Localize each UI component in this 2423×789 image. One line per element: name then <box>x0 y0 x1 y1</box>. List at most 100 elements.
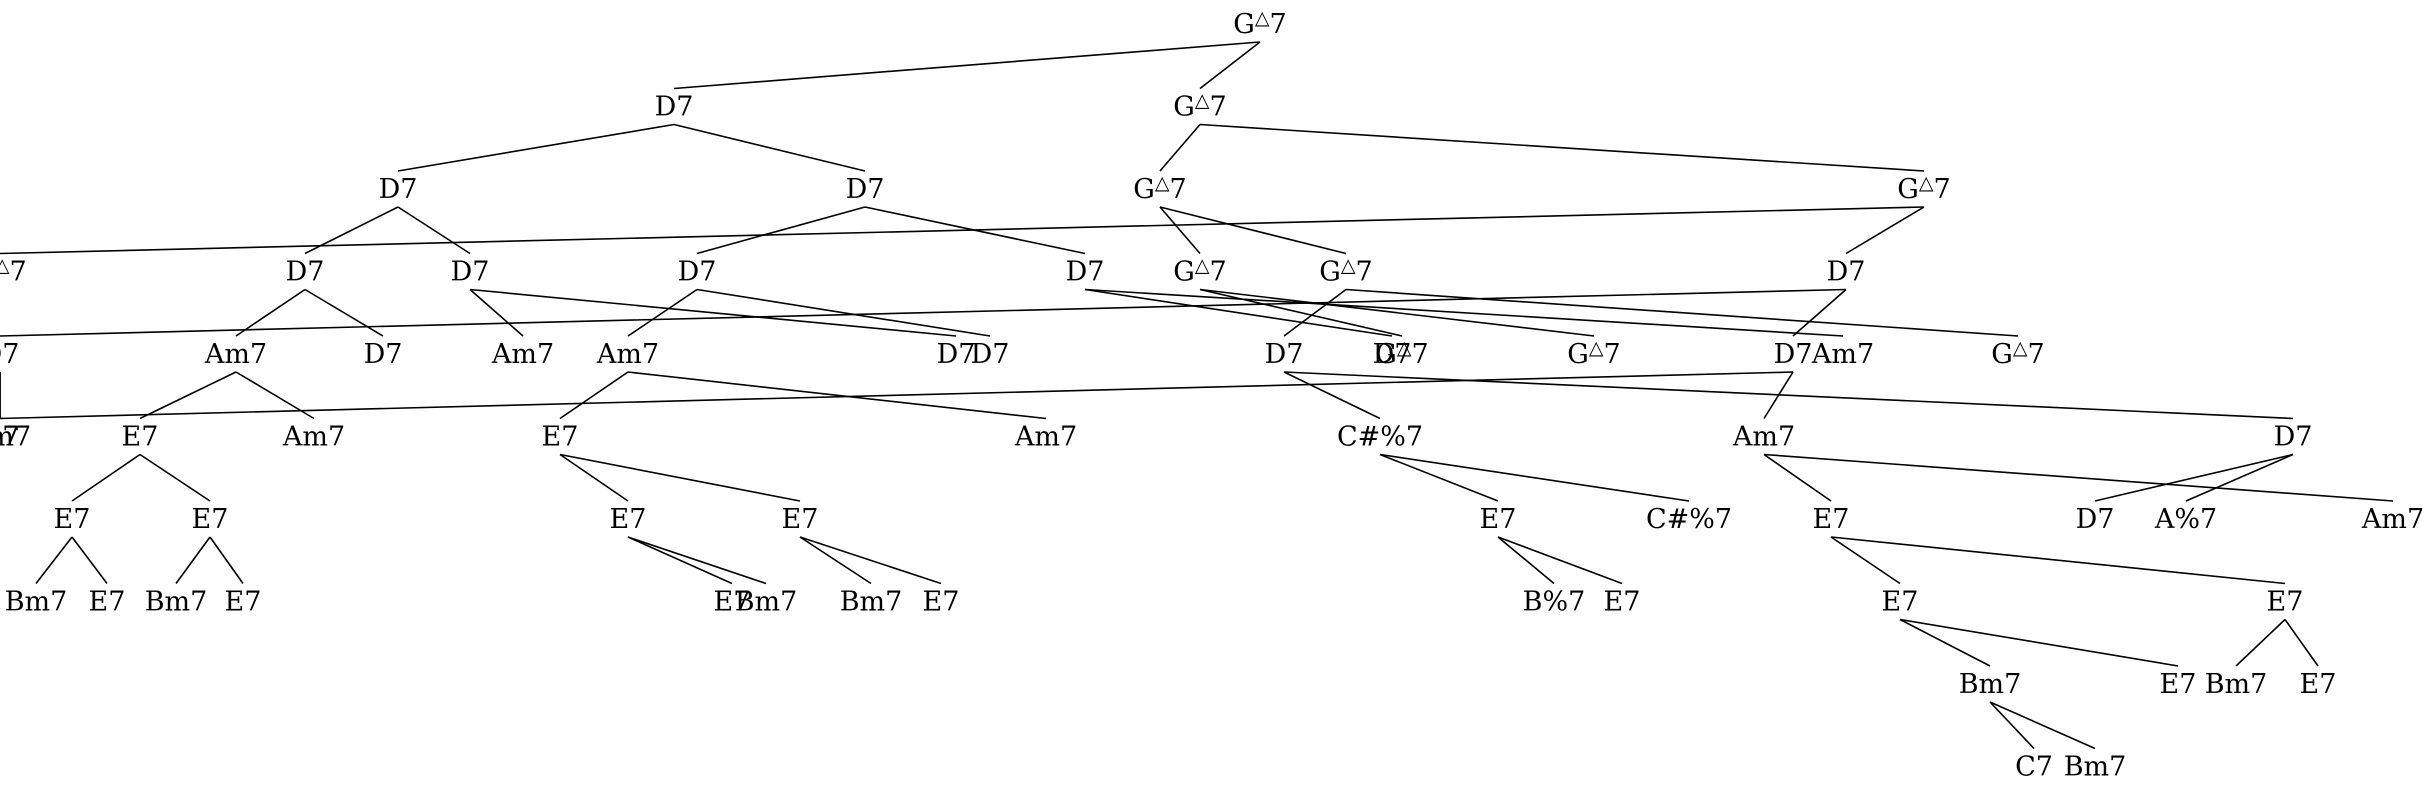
chord-node: E7 <box>610 504 647 535</box>
tree-edge <box>1989 701 2035 750</box>
chord-leaf: Bm7 <box>145 587 208 618</box>
chord-leaf: D7 <box>0 422 19 453</box>
tree-edge <box>1763 453 1832 502</box>
chord-node: D7 <box>286 257 325 288</box>
tree-edge <box>0 206 1925 255</box>
chord-leaf: E7 <box>923 587 960 618</box>
tree-edge <box>627 536 767 585</box>
tree-edge <box>1763 453 2394 502</box>
tree-edge <box>235 288 306 337</box>
chord-leaf: G△7 <box>1567 337 1620 370</box>
chord-node: D7 <box>846 174 885 205</box>
chord-node: D7 <box>1066 257 1105 288</box>
tree-edge <box>139 453 211 502</box>
tree-edge <box>71 536 108 584</box>
chord-leaf: Bm7 <box>735 587 798 618</box>
tree-edge <box>469 288 957 337</box>
chord-node: D7 <box>2274 422 2313 453</box>
tree-edge <box>2235 618 2286 667</box>
chord-node: C#%7 <box>1337 422 1423 453</box>
tree-edge <box>175 536 211 584</box>
tree-edge <box>627 536 733 585</box>
tree-edge <box>469 288 524 337</box>
chord-node: D7 <box>0 339 19 370</box>
chord-node: D7 <box>1774 339 1813 370</box>
tree-edge <box>1283 371 2294 420</box>
tree-edge <box>1084 288 1844 337</box>
tree-edge <box>1199 288 1403 337</box>
tree-edge <box>1199 288 1595 337</box>
tree-edge <box>1283 288 1347 337</box>
tree-edge <box>559 371 629 420</box>
chord-node: E7 <box>54 504 91 535</box>
chord-node: G△7 <box>1319 255 1372 288</box>
chord-node: Bm7 <box>1959 669 2022 700</box>
chord-node: D7 <box>1265 339 1304 370</box>
chord-leaf: D7 <box>1373 339 1412 370</box>
chord-node: E7 <box>2267 587 2304 618</box>
tree-edge <box>1379 453 1690 502</box>
tree-edge <box>2284 619 2319 667</box>
chord-leaf: Bm7 <box>2205 669 2268 700</box>
chord-leaf: Bm7 <box>5 587 68 618</box>
tree-edge <box>1845 206 1925 255</box>
chord-leaf: E7 <box>1604 587 1641 618</box>
tree-edge <box>1899 618 2179 667</box>
tree-edge <box>71 453 141 502</box>
tree-edge <box>559 453 629 502</box>
chord-node: D7 <box>655 92 694 123</box>
tree-edge <box>1763 371 1794 419</box>
chord-leaf: G△7 <box>1991 337 2044 370</box>
chord-node: E7 <box>192 504 229 535</box>
chord-node: D7 <box>451 257 490 288</box>
tree-edge <box>1830 536 2286 585</box>
chord-leaf: E7 <box>89 587 126 618</box>
tree-edge <box>397 206 471 255</box>
chord-node: G△7 <box>1173 255 1226 288</box>
chord-node: E7 <box>542 422 579 453</box>
tree-edge <box>799 536 942 585</box>
tree-edge <box>1497 536 1623 585</box>
tree-edge <box>1497 536 1555 585</box>
tree-edge <box>1199 123 1925 172</box>
chord-node: E7 <box>1480 504 1517 535</box>
tree-edge <box>799 536 872 585</box>
chord-leaf: Am7 <box>282 422 345 453</box>
chord-node: G△7 <box>1173 90 1226 123</box>
tree-edge <box>0 288 1847 337</box>
tree-edge <box>35 536 73 584</box>
chord-leaf: E7 <box>2160 669 2197 700</box>
chord-leaf: D7 <box>2076 504 2115 535</box>
tree-edge <box>696 288 991 337</box>
chord-node: E7 <box>1813 504 1850 535</box>
tree-edge <box>397 123 675 172</box>
chord-node: G△7 <box>1897 172 1950 205</box>
tree-edge <box>1199 41 1261 90</box>
tree-edge <box>1084 288 1393 337</box>
tree-edge <box>673 41 1261 90</box>
tree-edge <box>1792 288 1847 337</box>
chord-leaf: Am7 <box>1014 422 1077 453</box>
tree-edge <box>627 371 1047 420</box>
chord-node: E7 <box>1882 587 1919 618</box>
tree-edge <box>1830 536 1901 585</box>
chord-node: Am7 <box>596 339 659 370</box>
tree-edge <box>627 288 698 337</box>
tree-edge <box>209 536 244 584</box>
chord-leaf: D7 <box>364 339 403 370</box>
chord-leaf: D7 <box>971 339 1010 370</box>
chord-node: D7 <box>379 174 418 205</box>
chord-node: D7 <box>678 257 717 288</box>
tree-edge <box>1989 701 2096 750</box>
chord-node: D7 <box>1827 257 1866 288</box>
tree-edge <box>1379 453 1499 502</box>
chord-node: Am7 <box>204 339 267 370</box>
chord-leaf: E7 <box>225 587 262 618</box>
tree-edge <box>304 288 384 337</box>
tree-edge <box>2094 453 2294 502</box>
chord-leaf: Am7 <box>2361 504 2423 535</box>
chord-leaf: Am7 <box>491 339 554 370</box>
tree-edge <box>1159 206 1201 255</box>
